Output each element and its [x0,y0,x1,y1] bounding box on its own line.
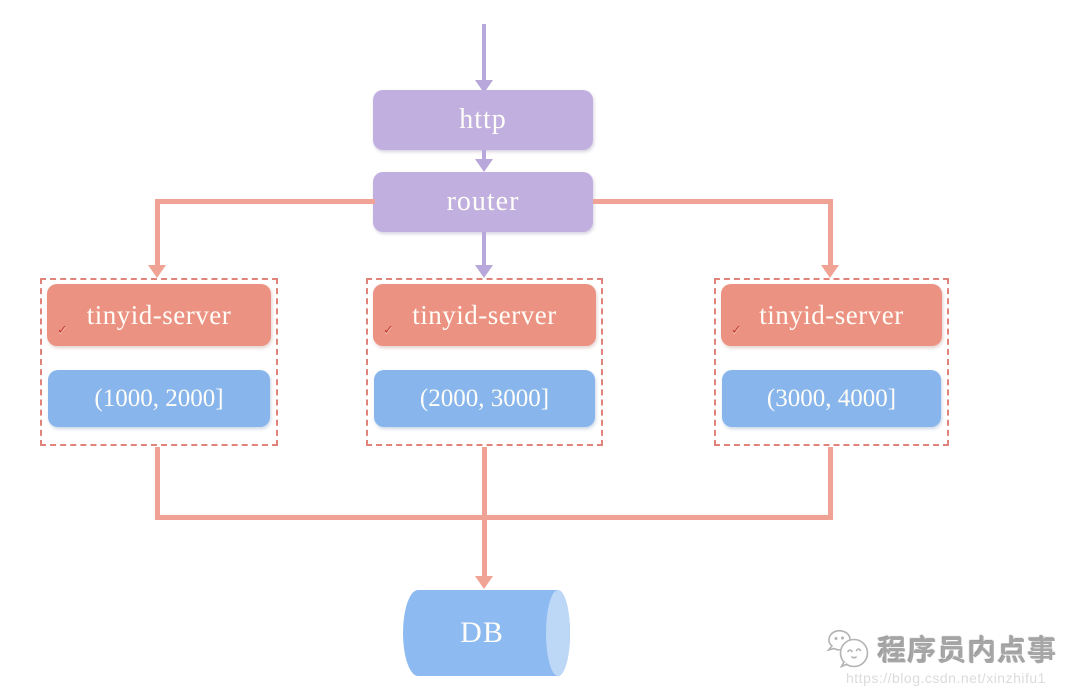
http-to-router-arrowhead-icon [475,159,493,172]
spellcheck-mark-icon: ✓ [57,323,69,338]
http-label: http [459,104,507,135]
db-label: DB [460,616,504,649]
node-tinyid-server-2: tinyid-server ✓ [373,284,596,346]
db-arrowhead-icon [475,576,493,589]
router-to-right-arrowhead-icon [821,265,839,278]
node-tinyid-server-1: tinyid-server ✓ [47,284,271,346]
router-to-left-vertical-line [155,199,160,266]
spellcheck-mark-icon: ✓ [383,323,395,338]
server-group-1: tinyid-server ✓ (1000, 2000] [40,278,278,446]
db-cylinder-icon [403,590,570,676]
node-range-2: (2000, 3000] [374,370,595,427]
tinyid-server-label: tinyid-server [759,299,904,330]
router-to-left-arrowhead-icon [148,265,166,278]
range-label: (1000, 2000] [94,384,224,412]
node-db: DB [392,589,580,677]
node-tinyid-server-3: tinyid-server ✓ [721,284,942,346]
node-http: http [373,90,593,150]
router-to-right-horizontal-line [593,199,833,204]
node-range-3: (3000, 4000] [722,370,941,427]
router-to-right-vertical-line [828,199,833,266]
server-group-3: tinyid-server ✓ (3000, 4000] [714,278,949,446]
router-to-middle-line [482,232,486,267]
watermark-url: https://blog.csdn.net/xinzhifu1 [846,670,1046,686]
range-label: (3000, 4000] [766,384,897,412]
router-label: router [446,186,520,217]
incoming-request-line [482,24,486,82]
node-range-1: (1000, 2000] [48,370,270,427]
tinyid-server-label: tinyid-server [86,299,232,330]
node-router: router [373,172,593,232]
server-group-2: tinyid-server ✓ (2000, 3000] [366,278,603,446]
middle-to-db-vertical-line [482,447,487,577]
router-to-left-horizontal-line [155,199,375,204]
watermark-title: 程序员内点事 [878,636,1059,667]
incoming-arrowhead-icon [475,80,493,93]
watermark: 程序员内点事 [826,629,1058,669]
tinyid-server-label: tinyid-server [412,299,557,330]
left-to-db-vertical-line [155,447,160,520]
router-to-middle-arrowhead-icon [475,265,493,278]
right-to-db-vertical-line [828,447,833,520]
chat-logo-icon [826,629,869,669]
db-merge-horizontal-line [155,515,833,520]
range-label: (2000, 3000] [419,384,550,412]
http-to-router-line [482,150,486,161]
spellcheck-mark-icon: ✓ [731,323,743,338]
